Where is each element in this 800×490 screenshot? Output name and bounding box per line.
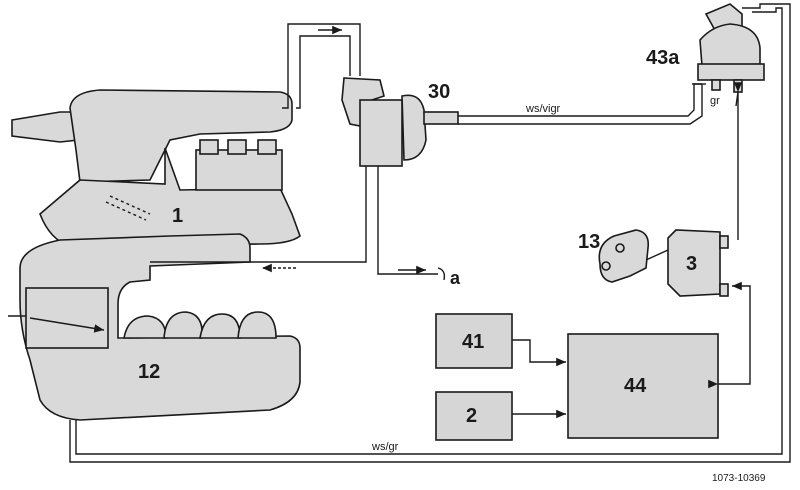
label-box-41: 41: [462, 331, 484, 353]
label-wire-top: ws/vigr: [525, 103, 561, 115]
throttle-lever: [598, 229, 669, 283]
temperature-switch: [69, 3, 791, 463]
label-box-2: 2: [466, 405, 477, 427]
intake-manifold: [8, 233, 301, 421]
label-terminal-gr: gr: [710, 95, 720, 107]
label-part-12: 12: [138, 361, 160, 383]
label-part-1: 1: [172, 205, 183, 227]
reference-number: 1073-10369: [712, 473, 766, 484]
control-boxes: [435, 281, 751, 441]
micro-switch: [667, 229, 729, 297]
label-part-30: 30: [428, 81, 450, 103]
wire-top: [458, 83, 706, 125]
air-filter-housing: [11, 89, 301, 247]
label-wire-bottom: ws/gr: [371, 441, 399, 453]
vacuum-valve: [341, 77, 459, 167]
label-part-43a: 43a: [646, 47, 680, 69]
label-part-13: 13: [578, 231, 600, 253]
label-port-a: a: [450, 268, 461, 288]
label-box-44: 44: [624, 375, 647, 397]
label-part-3: 3: [686, 253, 697, 275]
vacuum-lines: [150, 23, 446, 281]
